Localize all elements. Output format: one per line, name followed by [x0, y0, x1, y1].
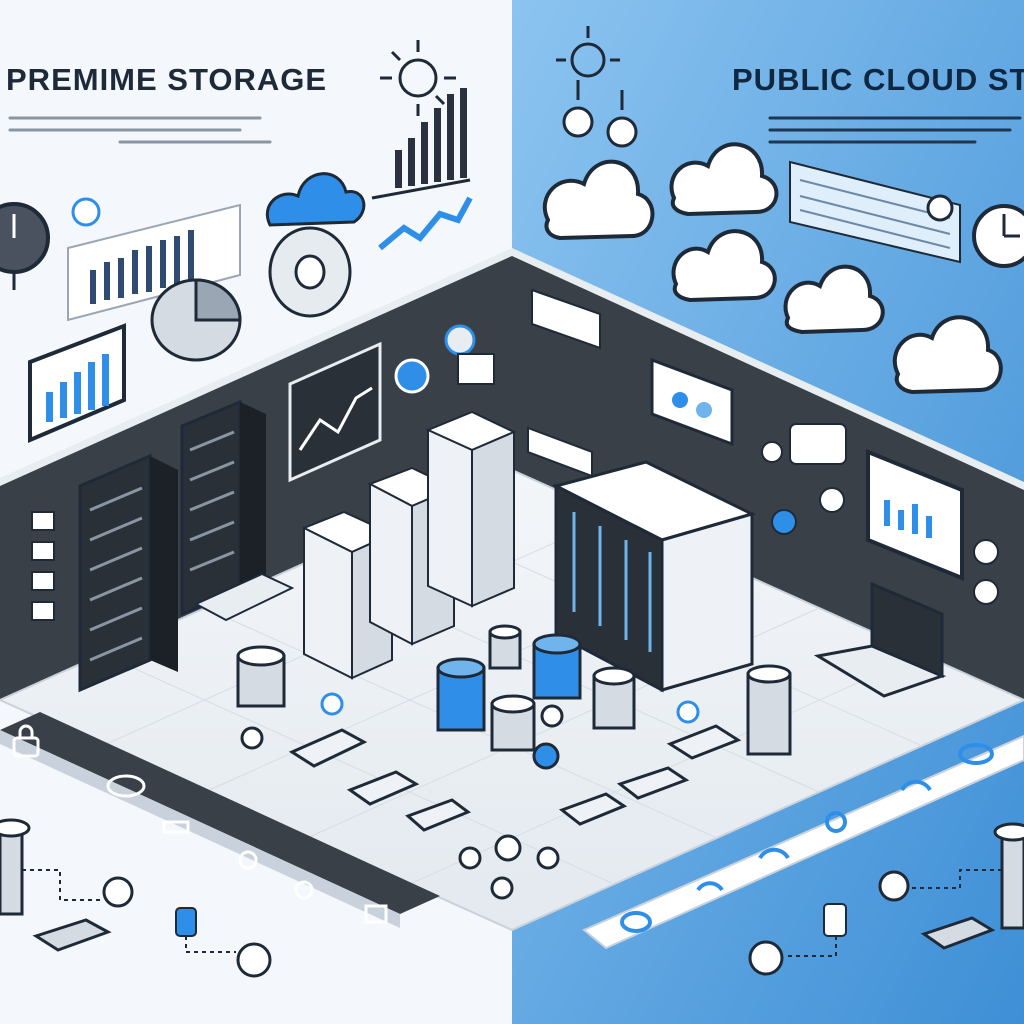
left-bottom-strip: [0, 712, 440, 914]
database-stack-icon: [436, 657, 486, 732]
lock-icon: [320, 692, 700, 724]
monitor-icon: [28, 323, 126, 444]
bar-chart-icon: [371, 88, 471, 200]
lock-icon: [394, 358, 430, 394]
cloud-icon: [106, 774, 146, 798]
left-bottom-strip-edge: [0, 730, 400, 928]
right-wall-trim: [512, 248, 1024, 490]
cloud-icon: [958, 743, 994, 765]
right-back-wall: [512, 254, 1024, 700]
pie-chart-icon: [150, 278, 242, 362]
monitor-icon: [288, 341, 382, 483]
database-stack-icon: [236, 645, 286, 708]
network-diagram-right: [748, 822, 1024, 976]
donut-chart-icon: [268, 226, 352, 318]
light-bulb-icon: [606, 90, 638, 148]
server-rack-icon: [78, 453, 178, 693]
wifi-icon: [162, 820, 190, 834]
router-icon: [364, 904, 388, 924]
cloud-group: [542, 142, 1003, 395]
lock-icon: [12, 724, 40, 758]
wifi-icon: [758, 847, 790, 860]
database-stack-icon: [746, 664, 792, 756]
gear-icon: [444, 324, 476, 356]
router-icon: [32, 918, 112, 952]
monitor-icon: [650, 357, 734, 447]
router-icon: [288, 724, 742, 832]
gear-icon: [926, 194, 954, 222]
left-strip-icons: [12, 724, 388, 924]
keyboard-icon: [193, 572, 295, 622]
left-wall-trim: [0, 248, 512, 486]
right-description-lines: [768, 116, 1022, 144]
lock-icon: [825, 811, 847, 833]
gear-icon: [294, 880, 314, 900]
database-stack-icon: [993, 822, 1024, 930]
wifi-icon: [900, 779, 932, 792]
right-strip-icons: [620, 743, 994, 933]
database-stack-icon: [490, 694, 536, 752]
wall-icons-right: [761, 423, 999, 605]
server-rack-icon: [180, 399, 266, 617]
database-stack-icon: [488, 624, 522, 670]
lock-icon: [175, 907, 197, 937]
right-bottom-strip: [582, 734, 1024, 950]
router-icon: [457, 353, 495, 385]
coin-icon: [102, 876, 134, 908]
sun-icon: [380, 40, 456, 116]
coin-icon: [748, 940, 784, 976]
cloud-icon: [783, 264, 885, 335]
clock-icon: [972, 204, 1024, 268]
database-stack-icon: [592, 666, 636, 730]
cloud-icon: [669, 142, 779, 217]
wifi-icon: [696, 881, 724, 892]
spreadsheet-panel: [789, 160, 961, 264]
cloud-icon: [671, 229, 777, 303]
router-icon: [920, 916, 996, 950]
gear-icon: [238, 850, 258, 870]
sun-icon: [556, 26, 620, 78]
cloud-icon: [892, 315, 1003, 395]
clock-icon: [0, 202, 50, 290]
coin-icon: [878, 870, 910, 902]
light-bulb-icon: [562, 80, 594, 138]
left-description-lines: [8, 116, 272, 144]
right-panel-title: PUBLIC CLOUD STORAGE: [732, 62, 1024, 97]
network-diagram-left: [0, 818, 272, 978]
cloud-icon: [620, 911, 652, 933]
cloud-icon: [542, 159, 655, 241]
gear-icon: [71, 197, 101, 227]
coin-icon: [236, 942, 272, 978]
server-rack-icon: [551, 460, 757, 693]
laptop-icon: [813, 581, 947, 698]
monitor-icon: [866, 449, 964, 581]
spreadsheet-panel: [67, 203, 241, 322]
cloud-icon: [265, 172, 366, 227]
database-stack-icon: [532, 633, 582, 700]
line-chart-icon: [378, 196, 473, 251]
server-rack-icon: [425, 410, 517, 608]
coin-icons: [240, 704, 564, 900]
wall-icons-left: [31, 511, 55, 621]
lock-icon: [823, 903, 847, 937]
left-panel-title: PREMIME STORAGE: [6, 62, 328, 97]
